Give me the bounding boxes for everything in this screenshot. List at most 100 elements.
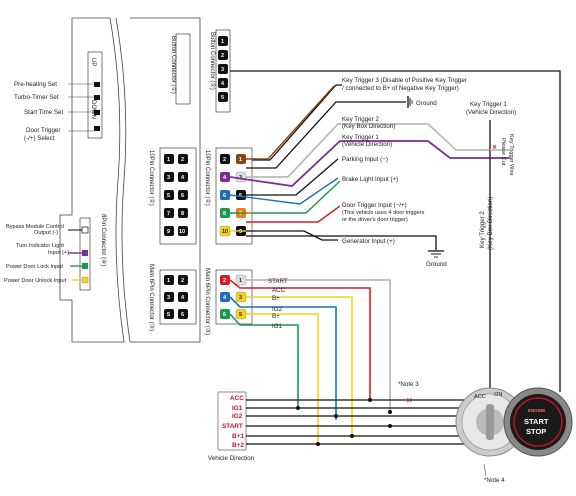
vehicle-start-label: START bbox=[222, 423, 243, 430]
dip-switch-1[interactable] bbox=[94, 82, 100, 87]
pin10-left-label: 10Pin Connector (②) bbox=[148, 150, 155, 206]
main6-left-label: Main 6Pin Connector (③) bbox=[148, 264, 155, 331]
svg-text:2: 2 bbox=[181, 157, 184, 163]
svg-text:3: 3 bbox=[239, 295, 242, 301]
ground2-label: Ground bbox=[426, 261, 447, 268]
generator-input-label: Generator Input (+) bbox=[342, 238, 395, 245]
right-connectors: Button Connector (①) 1 2 3 4 5 10Pin Con… bbox=[204, 29, 253, 335]
pin10-wires bbox=[229, 70, 561, 392]
ignition-switch[interactable]: ACC ON bbox=[455, 387, 525, 457]
key-trigger-1-sub-label: (Vehicle Direction) bbox=[342, 141, 392, 148]
switch-on-label: ON bbox=[494, 392, 502, 398]
bypass-output-label: Output (-) bbox=[34, 230, 58, 236]
vehicle-ig2-label: IG2 bbox=[232, 413, 243, 420]
dip-door-select-label: (-/+) Select bbox=[24, 135, 55, 142]
svg-text:6: 6 bbox=[223, 312, 226, 318]
svg-text:2: 2 bbox=[223, 278, 226, 284]
svg-text:4: 4 bbox=[181, 295, 185, 301]
control-module: UP DOWN Pre-heating Set Turbo-Timer Set … bbox=[4, 17, 201, 343]
svg-text:6: 6 bbox=[223, 193, 226, 199]
svg-text:7: 7 bbox=[167, 211, 170, 217]
pin10-right-label: 10Pin Connector (②) bbox=[204, 150, 211, 206]
svg-text:10: 10 bbox=[179, 229, 185, 235]
svg-text:4: 4 bbox=[221, 81, 225, 87]
key-trigger-right: ✕ bbox=[489, 120, 510, 392]
svg-text:5: 5 bbox=[167, 312, 170, 318]
button-connector-left-label: Button Connector (①) bbox=[170, 36, 177, 94]
dip-switch-4[interactable] bbox=[94, 126, 100, 131]
vehicle-acc-label: ACC bbox=[230, 395, 244, 402]
vehicle-bus: ✕ bbox=[217, 391, 500, 451]
svg-text:7: 7 bbox=[239, 211, 242, 217]
door-trigger-label: Door Trigger Input (−/+) bbox=[342, 202, 407, 209]
key-trigger-2-label: Key Trigger 2 bbox=[342, 116, 379, 123]
key-trigger-2-sub-label: (Key Box Direction) bbox=[342, 123, 395, 130]
svg-text:9: 9 bbox=[239, 229, 242, 235]
ground-label: Ground bbox=[416, 100, 437, 107]
main6-ig1-label: IG1 bbox=[272, 323, 283, 330]
svg-text:2: 2 bbox=[223, 157, 226, 163]
main6-bplus2-label: B+ bbox=[272, 313, 280, 320]
start-stop-button[interactable]: ENGINE START STOP bbox=[503, 387, 573, 457]
main6-left-pins: 1 2 3 4 5 6 bbox=[164, 275, 188, 319]
svg-text:1: 1 bbox=[239, 157, 242, 163]
kt2-vertical-label: Key Trigger 2 bbox=[479, 211, 486, 248]
dip-turbo-label: Turbo-Timer Set bbox=[14, 94, 59, 101]
kt2-vertical2-label: (Key Box Direction) bbox=[487, 197, 494, 250]
dip-start-time-label: Start Time Set bbox=[24, 109, 63, 116]
svg-text:1: 1 bbox=[167, 278, 170, 284]
button-connector-right-label: Button Connector (①) bbox=[209, 32, 216, 90]
cut-mark: ✕ bbox=[492, 144, 497, 151]
pin8-connector-label: 8Pin Connector (④) bbox=[100, 214, 107, 266]
svg-text:1: 1 bbox=[167, 157, 170, 163]
kt1-title-label: Key Trigger 1 bbox=[470, 101, 507, 108]
svg-text:6: 6 bbox=[181, 312, 184, 318]
pin10-right-pins: 2 1 4 3 6 5 8 7 10 9 bbox=[219, 154, 247, 237]
door-trigger-note-label: (This vehicle uses 4 door triggers bbox=[342, 210, 425, 216]
svg-text:2: 2 bbox=[221, 53, 224, 59]
main6-wires bbox=[229, 279, 391, 444]
dip-switch-2[interactable] bbox=[94, 95, 100, 100]
pin8-door-lock-pin[interactable] bbox=[82, 263, 88, 269]
door-unlock-label: Power Door Unlock Input bbox=[4, 278, 67, 284]
svg-text:1: 1 bbox=[239, 278, 242, 284]
parking-input-label: Parking Input (−) bbox=[342, 156, 388, 163]
key-trigger-1-label: Key Trigger 1 bbox=[342, 134, 379, 141]
main6-right-label: Main 6Pin Connector (③) bbox=[204, 268, 211, 335]
pin8-door-unlock-pin[interactable] bbox=[81, 276, 89, 284]
note3-cut-mark: ✕ bbox=[406, 396, 413, 405]
main6-start-label: START bbox=[268, 278, 288, 285]
pin8-turn-indicator-pin[interactable] bbox=[82, 250, 88, 256]
svg-text:6: 6 bbox=[181, 193, 184, 199]
main6-acc-label: ACC bbox=[272, 287, 286, 294]
bypass-label: Bypass Module Control bbox=[6, 224, 64, 230]
svg-text:3: 3 bbox=[167, 295, 170, 301]
door-trigger-note2-label: or the driver's door trigger) bbox=[342, 217, 408, 223]
dip-door-trigger-label: Door Trigger bbox=[26, 127, 60, 134]
svg-text:2: 2 bbox=[181, 278, 184, 284]
pin10-left-pins: 1 2 3 4 5 6 7 8 9 10 bbox=[164, 154, 188, 236]
brake-input-label: Brake Light Input (+) bbox=[342, 176, 398, 183]
door-lock-label: Power Door Lock Input bbox=[6, 264, 63, 270]
vehicle-ig1-label: IG1 bbox=[232, 405, 243, 412]
svg-text:1: 1 bbox=[221, 39, 224, 45]
cut-note2-label: Key Trigger Wire bbox=[508, 134, 514, 176]
svg-text:4: 4 bbox=[181, 175, 185, 181]
kt1-sub-label: (Vehicle Direction) bbox=[466, 109, 516, 116]
dip-switch-3[interactable] bbox=[94, 110, 100, 115]
cut-note-label: Please Cut bbox=[500, 138, 506, 166]
vehicle-b2-label: B+2 bbox=[232, 442, 244, 449]
vehicle-direction-label: Vehicle Direction bbox=[208, 455, 255, 462]
svg-text:4: 4 bbox=[223, 175, 227, 181]
key-trigger-3-sub-label: / connected to B+ of Negative Key Trigge… bbox=[342, 85, 459, 92]
pin8-bypass-pin[interactable] bbox=[81, 226, 89, 234]
svg-text:8: 8 bbox=[223, 211, 226, 217]
note3-label: *Note 3 bbox=[398, 381, 419, 388]
svg-text:3: 3 bbox=[167, 175, 170, 181]
svg-text:5: 5 bbox=[239, 312, 242, 318]
button-stop-label: STOP bbox=[526, 427, 546, 436]
svg-text:5: 5 bbox=[221, 95, 224, 101]
switch-acc-label: ACC bbox=[474, 394, 486, 400]
button-engine-label: ENGINE bbox=[528, 408, 545, 413]
key-trigger-3-label: Key Trigger 3 (Disable of Positive Key T… bbox=[342, 77, 467, 84]
